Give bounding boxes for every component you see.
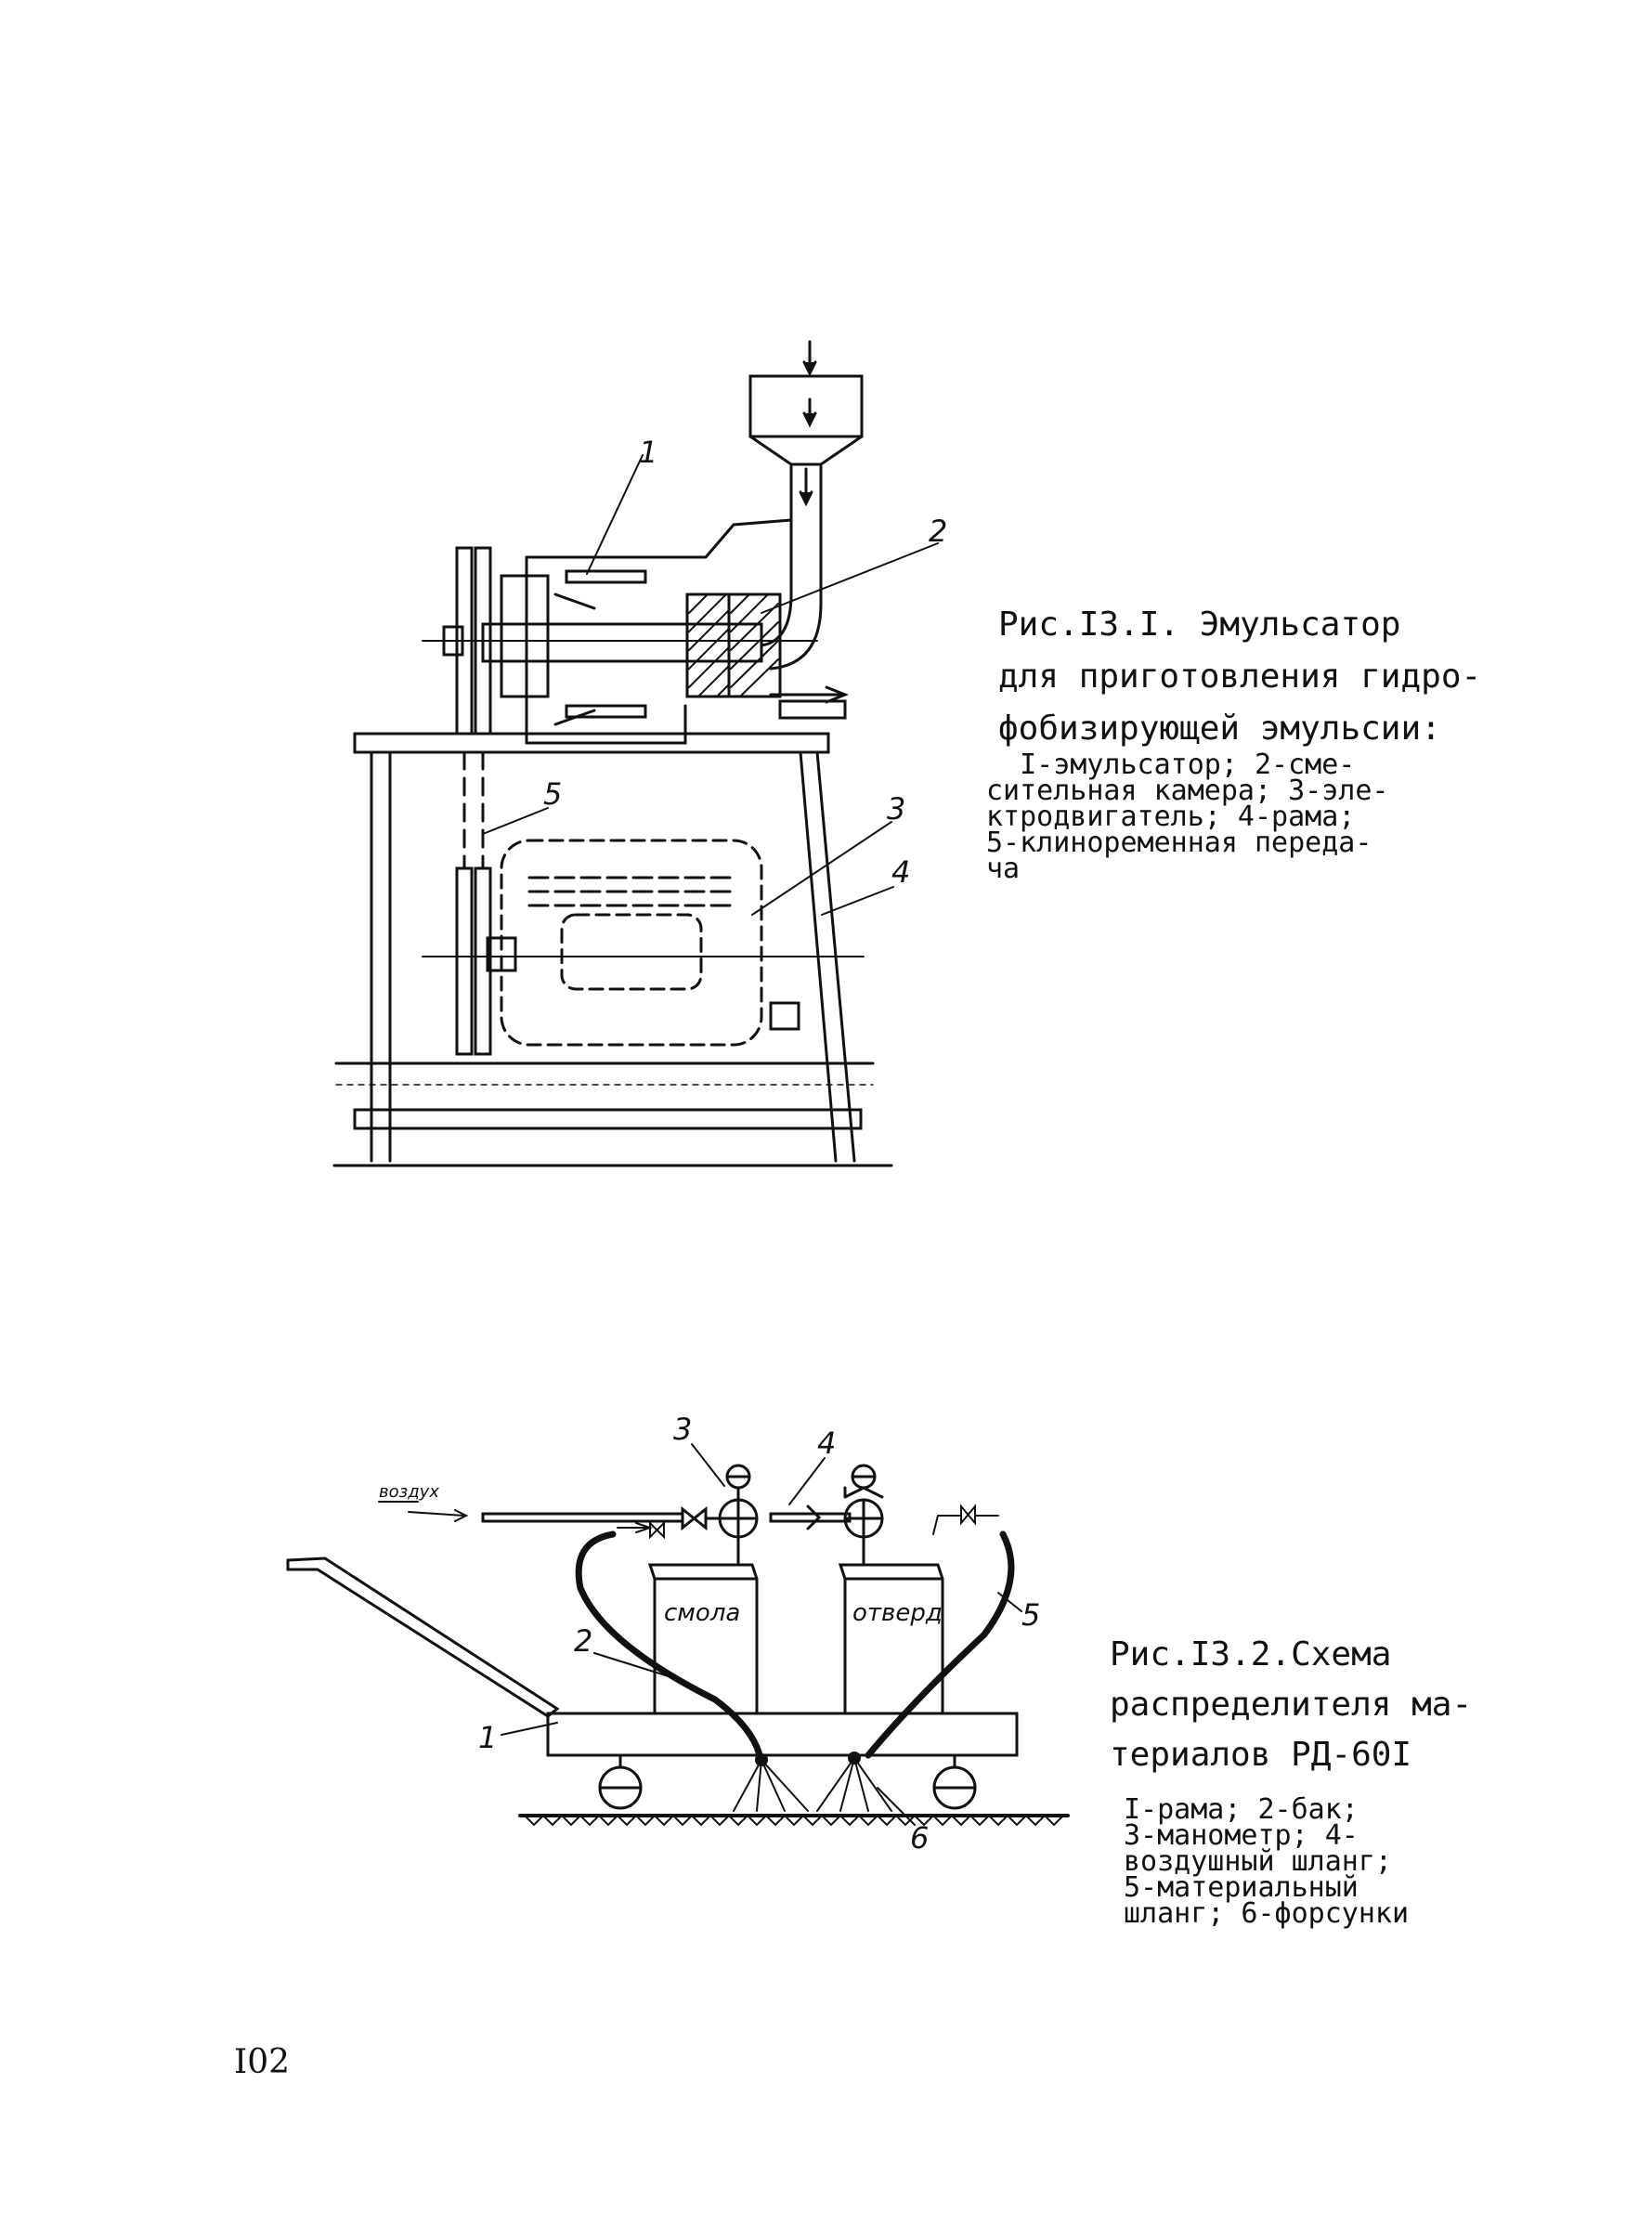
caption-line: распределителя ма- bbox=[1110, 1686, 1473, 1724]
legend-line: I-рама; 2-бак; bbox=[1124, 1793, 1359, 1826]
material-hoses bbox=[575, 1530, 1015, 1759]
handle bbox=[286, 1556, 560, 1718]
fig1-label-1: 1 bbox=[639, 435, 657, 470]
legend-line: сительная камера; 3-эле- bbox=[986, 775, 1389, 807]
ground bbox=[518, 1814, 1070, 1827]
leader-lines-2 bbox=[501, 1443, 1022, 1826]
fig2-label-3: 3 bbox=[673, 1412, 692, 1447]
fig2-label-1: 1 bbox=[478, 1720, 497, 1755]
legend-line: 5-материальный bbox=[1124, 1871, 1359, 1904]
manometer-2 bbox=[843, 1464, 884, 1567]
hopper bbox=[748, 340, 864, 466]
emulsator-housing bbox=[525, 518, 850, 745]
fig2-label-5: 5 bbox=[1021, 1597, 1040, 1633]
tank-label-hardener: отверд bbox=[852, 1599, 943, 1627]
leader-lines bbox=[482, 454, 939, 916]
shaft bbox=[422, 574, 818, 698]
fig2-label-6: 6 bbox=[910, 1820, 929, 1856]
manometer-1 bbox=[718, 1464, 759, 1567]
caption-line: Рис.I3.I. Эмульсатор bbox=[998, 606, 1401, 644]
tank-label-resin: смола bbox=[664, 1599, 740, 1627]
v-belt bbox=[462, 750, 485, 870]
air-hose: воздух bbox=[378, 1482, 852, 1531]
legend-line: 5-клиноременная переда- bbox=[986, 827, 1372, 859]
legend-line: шланг; 6-форсунки bbox=[1124, 1897, 1410, 1930]
fig1-label-4: 4 bbox=[891, 854, 910, 890]
caption-line: фобизирующей эмульсии: bbox=[998, 710, 1441, 748]
legend-line: 3-манометр; 4- bbox=[1124, 1819, 1359, 1852]
bottom-pulley bbox=[455, 866, 492, 1056]
fig1-label-3: 3 bbox=[887, 791, 905, 827]
figure2-callouts: 1 2 3 4 5 6 bbox=[478, 1412, 1040, 1856]
frame-platform bbox=[546, 1712, 1019, 1757]
fig2-label-2: 2 bbox=[574, 1623, 592, 1659]
frame-table bbox=[332, 732, 893, 1167]
caption-line: для приготовления гидро- bbox=[998, 658, 1482, 696]
figure2-caption: Рис.I3.2.Схема распределителя ма- териал… bbox=[1110, 1630, 1472, 1780]
legend-line: I-эмульсатор; 2-сме- bbox=[986, 749, 1356, 781]
legend-line: воздушный шланг; bbox=[1124, 1845, 1392, 1878]
feed-pipe bbox=[760, 462, 823, 671]
fig2-label-4: 4 bbox=[817, 1426, 836, 1461]
air-label: воздух bbox=[379, 1482, 439, 1502]
figure1-caption: Рис.I3.I. Эмульсатор для приготовления г… bbox=[998, 599, 1481, 755]
caption-line: териалов РД-60I bbox=[1110, 1736, 1412, 1774]
nozzles bbox=[733, 1752, 892, 1812]
tank-hardener bbox=[838, 1563, 944, 1715]
legend-line: ктродвигатель; 4-рама; bbox=[986, 801, 1356, 833]
hose-valves bbox=[617, 1504, 999, 1540]
fig1-label-2: 2 bbox=[929, 514, 947, 549]
caption-line: Рис.I3.2.Схема bbox=[1110, 1635, 1392, 1674]
figure2-legend: I-рама; 2-бак; 3-манометр; 4- воздушный … bbox=[1124, 1793, 1410, 1930]
tank-resin bbox=[647, 1563, 759, 1715]
fig1-label-5: 5 bbox=[543, 776, 562, 812]
figure1-callouts: 1 2 3 4 5 bbox=[543, 435, 947, 890]
page-number: I02 bbox=[234, 2043, 291, 2081]
legend-line: ча bbox=[986, 853, 1021, 885]
figure1-legend: I-эмульсатор; 2-сме- сительная камера; 3… bbox=[986, 749, 1389, 885]
motor bbox=[422, 839, 865, 1047]
wheels bbox=[598, 1753, 977, 1810]
